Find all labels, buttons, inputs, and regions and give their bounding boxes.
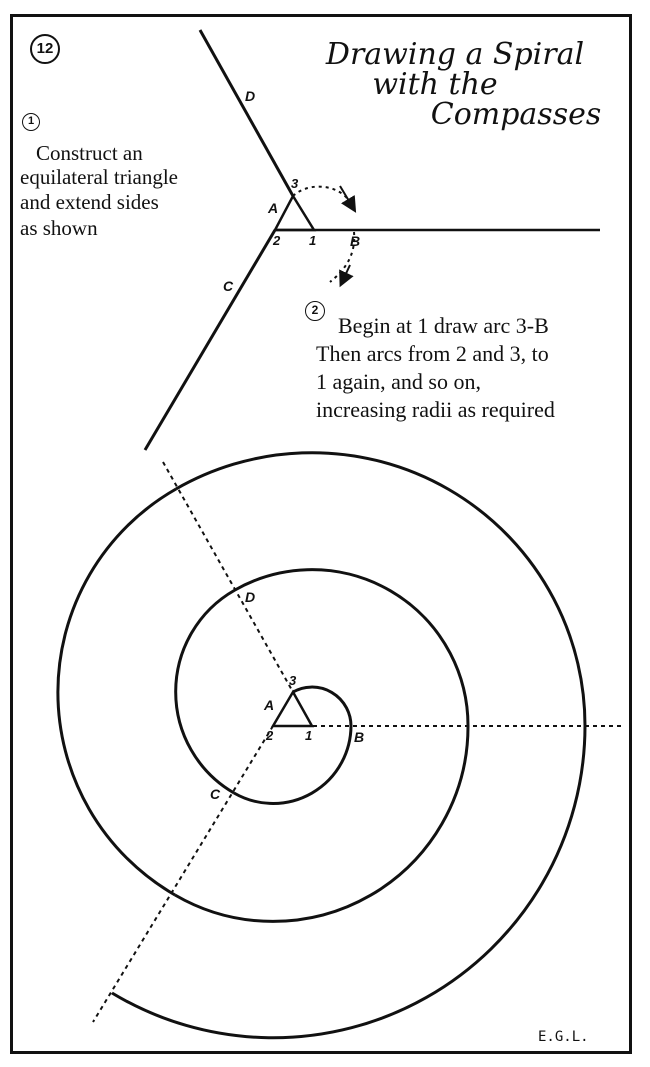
plate-border [10, 14, 632, 1054]
label-3-lower: 3 [289, 673, 297, 688]
plate-number-badge: 12 [30, 34, 60, 64]
label-3-upper: 3 [291, 176, 299, 191]
arc-arrow-1 [339, 185, 357, 213]
arc-continuation-dotted [329, 231, 356, 283]
label-a-upper: A [268, 200, 279, 216]
label-1-upper: 1 [309, 233, 317, 248]
step2-number-badge: 2 [305, 301, 325, 321]
label-d-lower: D [245, 589, 256, 605]
step1-line-1: Construct an [36, 141, 143, 165]
spiral-arc-8 [111, 725, 587, 1040]
step2-line-4: increasing radii as required [316, 397, 555, 422]
guide-line-d [162, 461, 294, 693]
label-1-lower: 1 [305, 728, 313, 743]
step1-line-3: and extend sides [20, 190, 159, 214]
title-line-1: Drawing a Spiral [325, 37, 585, 72]
label-c-lower: C [210, 786, 221, 802]
step1-number-badge: 1 [22, 113, 40, 131]
title-line-2: with the [372, 67, 498, 102]
label-b-upper: B [350, 233, 361, 249]
lower-triangle [270, 689, 315, 728]
upper-triangle [272, 193, 317, 232]
plate-number: 12 [36, 40, 54, 57]
step2-number: 2 [311, 303, 319, 317]
label-b-lower: B [354, 729, 365, 745]
spiral-arc-2 [233, 725, 353, 805]
step2-line-1: Begin at 1 draw arc 3-B [338, 313, 549, 338]
label-c-upper: C [223, 278, 234, 294]
artist-signature: E.G.L. [538, 1029, 589, 1045]
label-d-upper: D [245, 88, 256, 104]
step1-line-4: as shown [20, 216, 98, 240]
extended-side-d [198, 29, 295, 197]
label-a-lower: A [264, 697, 275, 713]
spiral-arc-7 [175, 451, 587, 727]
arc-3-b-dotted [292, 185, 353, 208]
step2-line-2: Then arcs from 2 and 3, to [316, 341, 549, 366]
spiral-arc-6 [56, 487, 177, 897]
arc-arrow-2 [339, 264, 354, 288]
spiral-arc-3 [174, 588, 236, 795]
spiral-arc-1 [292, 685, 353, 727]
label-2-lower: 2 [266, 728, 274, 743]
extended-side-c [143, 229, 277, 451]
title-line-3: Compasses [430, 97, 602, 132]
step2-line-3: 1 again, and so on, [316, 369, 481, 394]
step1-number: 1 [27, 115, 35, 127]
guide-line-c [92, 725, 274, 1023]
spiral-arc-4 [234, 568, 470, 727]
label-2-upper: 2 [273, 233, 281, 248]
step1-line-2: equilateral triangle [20, 165, 179, 189]
spiral-arc-5 [174, 725, 470, 923]
